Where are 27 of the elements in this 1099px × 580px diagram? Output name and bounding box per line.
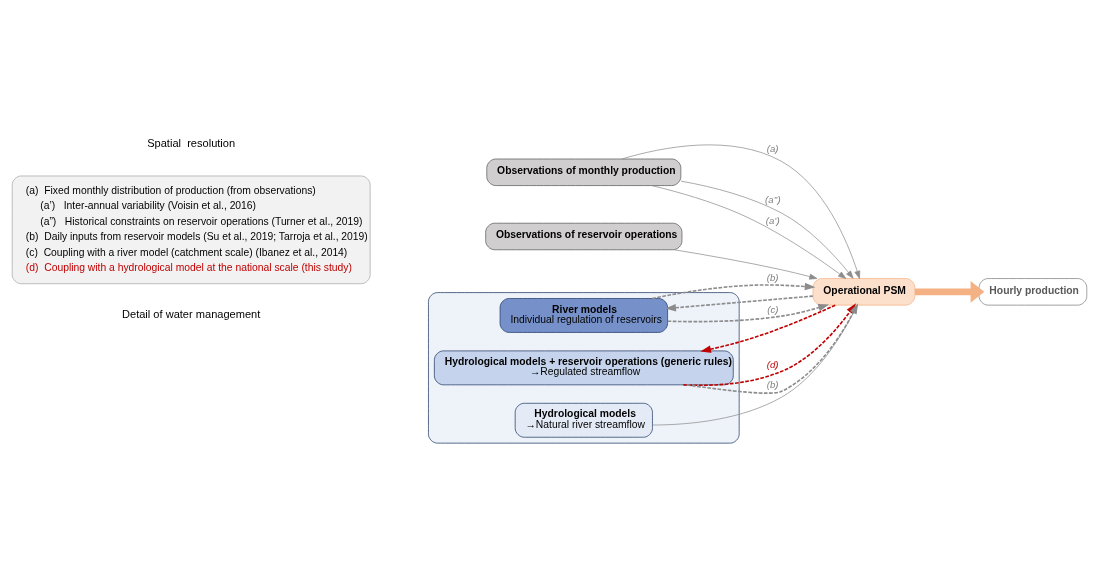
node-box: Observations of reservoir operations: [485, 222, 683, 251]
arrow: [674, 249, 818, 280]
node-box: Operational PSM: [812, 278, 916, 306]
arrow: [665, 295, 814, 312]
arrow: [700, 304, 837, 353]
node-box: Hourly production: [978, 278, 1088, 306]
arrow: [651, 282, 816, 300]
arrow: [651, 185, 847, 279]
edge-label: (a’): [765, 215, 780, 227]
edge-label: (b): [766, 379, 779, 391]
arrow: [680, 180, 854, 279]
arrow: [666, 304, 829, 323]
label: Detail of water management: [122, 308, 261, 321]
cluster: [428, 292, 740, 444]
edge-label: (a): [766, 142, 779, 154]
edge-label: (c): [767, 303, 779, 315]
node-box: River models Individual regulation of reservoirs: [499, 298, 668, 333]
arrow: [621, 144, 861, 279]
node-box: (a) Fixed monthly distribution of production (from observations) (a’) Inter-annual variability (Voisin et al., 2016) (a”) Historical constraints on reservoir operations (Turner et al., 2019) (b) Daily inputs from reservoir models (Su et al., 2019; Tarroja et al., 2019) (c) Coupling with a river model (catchment scale) (Ibanez et al., 2014) (d) Coupling with a hydrological model at the national scale (this study): [11, 175, 371, 285]
edge-label: (b): [766, 272, 779, 284]
node-box: Hydrological models →Natural river streamflow: [514, 402, 653, 438]
arrow: [914, 280, 985, 303]
node-box: Hydrological models + reservoir operations (generic rules) →Regulated streamflow: [434, 350, 734, 386]
edge-label: (d): [766, 359, 779, 371]
edge-label: (a’’): [765, 193, 781, 205]
label: Spatial resolution: [147, 136, 236, 149]
node-box: Observations of monthly production: [486, 158, 682, 186]
